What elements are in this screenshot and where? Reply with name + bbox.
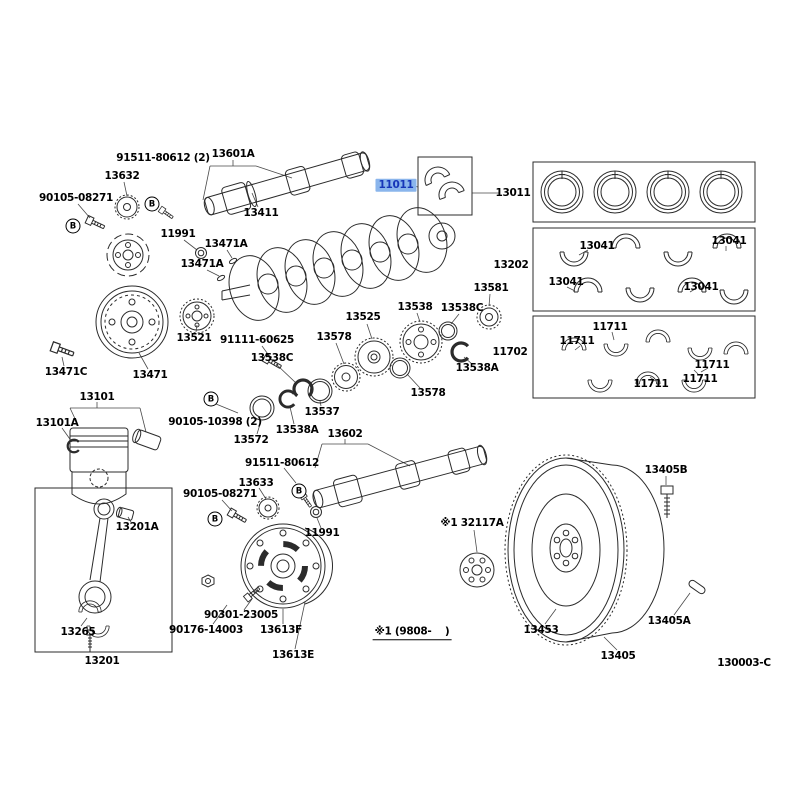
part-label-13041[interactable]: 13041: [548, 275, 584, 288]
flywheel-hardware-drawing: [660, 485, 706, 595]
shaft2-small-parts: [256, 496, 322, 520]
part-label-13471C[interactable]: 13471C: [44, 365, 88, 378]
part-label-13537[interactable]: 13537: [304, 405, 340, 418]
part-label-13405A[interactable]: 13405A: [647, 614, 691, 627]
part-label-13011[interactable]: 13011: [495, 186, 531, 199]
part-label-13041[interactable]: 13041: [711, 234, 747, 247]
bolt-size-symbol: B: [207, 511, 223, 527]
part-label-13265[interactable]: 13265: [60, 625, 96, 638]
small-parts-top: [195, 247, 238, 282]
bolt-icon: [84, 215, 107, 232]
part-label-13538A[interactable]: 13538A: [275, 423, 319, 436]
part-label-13538C[interactable]: 13538C: [250, 351, 294, 364]
part-label-1-32117A[interactable]: ※1 32117A: [440, 516, 504, 529]
part-label-11991[interactable]: 11991: [304, 526, 340, 539]
part-label-13453[interactable]: 13453: [523, 623, 559, 636]
part-label-13613E[interactable]: 13613E: [272, 648, 314, 661]
connecting-rod-drawing: [78, 498, 135, 652]
part-label-13633[interactable]: 13633: [238, 476, 274, 489]
drive-plate-drawing: [201, 523, 334, 609]
ring-gear-chain-drawing: [249, 304, 502, 421]
part-label-13101A[interactable]: 13101A: [35, 416, 79, 429]
part-label-13471A[interactable]: 13471A: [204, 237, 248, 250]
balance-shaft-gear-drawing: [106, 194, 150, 277]
group-boxes: [34, 156, 756, 653]
part-label-11702[interactable]: 11702: [492, 345, 528, 358]
part-label-13471[interactable]: 13471: [132, 368, 168, 381]
crank-pulley-drawing: [95, 285, 169, 359]
part-label-13578[interactable]: 13578: [316, 330, 352, 343]
part-label-91511-80612-2[interactable]: 91511-80612 (2): [116, 151, 210, 164]
part-label-13411[interactable]: 13411: [243, 206, 279, 219]
part-label-11711[interactable]: 11711: [633, 377, 669, 390]
bolt-size-symbol: B: [144, 196, 160, 212]
part-label-11711[interactable]: 11711: [592, 320, 628, 333]
leader-lines: [61, 160, 727, 651]
part-label-13525[interactable]: 13525: [345, 310, 381, 323]
spacer-drawing: [459, 552, 495, 588]
part-label-13581[interactable]: 13581: [473, 281, 509, 294]
part-label-90105-08271[interactable]: 90105-08271: [182, 487, 258, 500]
part-label-91111-60625[interactable]: 91111-60625: [219, 333, 295, 346]
part-label-11711[interactable]: 11711: [559, 334, 595, 347]
part-label-13405[interactable]: 13405: [600, 649, 636, 662]
part-label-13538A[interactable]: 13538A: [455, 361, 499, 374]
part-label-11711[interactable]: 11711: [682, 372, 718, 385]
part-label-13041[interactable]: 13041: [683, 280, 719, 293]
pulley-bolt-icon: [49, 341, 76, 360]
part-label-13201[interactable]: 13201: [84, 654, 120, 667]
part-label-90105-08271[interactable]: 90105-08271: [38, 191, 114, 204]
part-label-13613F[interactable]: 13613F: [260, 623, 302, 636]
part-label-13632[interactable]: 13632: [104, 169, 140, 182]
part-label-130003-C: 130003-C: [717, 656, 771, 669]
part-label-13202[interactable]: 13202: [493, 258, 529, 271]
part-label-90105-10398-2[interactable]: 90105-10398 (2): [168, 415, 262, 428]
flywheel-drawing: [504, 454, 665, 646]
part-label-90176-14003[interactable]: 90176-14003: [168, 623, 244, 636]
part-label-13201A[interactable]: 13201A: [115, 520, 159, 533]
part-label-13538C[interactable]: 13538C: [440, 301, 484, 314]
bolt-icon: [157, 205, 175, 221]
thrust-washer-set-drawing: [424, 166, 465, 200]
part-label-13101[interactable]: 13101: [79, 390, 115, 403]
part-label-13601A[interactable]: 13601A: [211, 147, 255, 160]
balance-shaft-1-drawing: [203, 151, 371, 216]
crankshaft-drawing: [221, 207, 456, 321]
part-label-91511-80612[interactable]: 91511-80612: [244, 456, 320, 469]
piston-ring-sets-drawing: [540, 170, 743, 214]
crank-gear-drawing: [179, 298, 215, 334]
piston-drawing: [66, 427, 162, 505]
bolt-icon: [226, 507, 249, 525]
part-label-13405B[interactable]: 13405B: [644, 463, 688, 476]
part-label-11011[interactable]: 11011: [375, 178, 417, 192]
bolt-size-symbol: B: [291, 483, 307, 499]
balance-shaft-2-drawing: [312, 444, 488, 509]
part-label-13521[interactable]: 13521: [176, 331, 212, 344]
part-label-13578[interactable]: 13578: [410, 386, 446, 399]
part-label-13041[interactable]: 13041: [579, 239, 615, 252]
bolt-size-symbol: B: [203, 391, 219, 407]
part-label-90301-23005[interactable]: 90301-23005: [203, 608, 279, 621]
part-label-1-9808: ※1 (9808- ): [372, 626, 452, 640]
part-label-11711[interactable]: 11711: [694, 358, 730, 371]
bolt-size-symbol: B: [65, 218, 81, 234]
part-label-13538[interactable]: 13538: [397, 300, 433, 313]
part-label-13471A[interactable]: 13471A: [180, 257, 224, 270]
part-label-13602[interactable]: 13602: [327, 427, 363, 440]
part-label-13572[interactable]: 13572: [233, 433, 269, 446]
part-label-11991[interactable]: 11991: [160, 227, 196, 240]
